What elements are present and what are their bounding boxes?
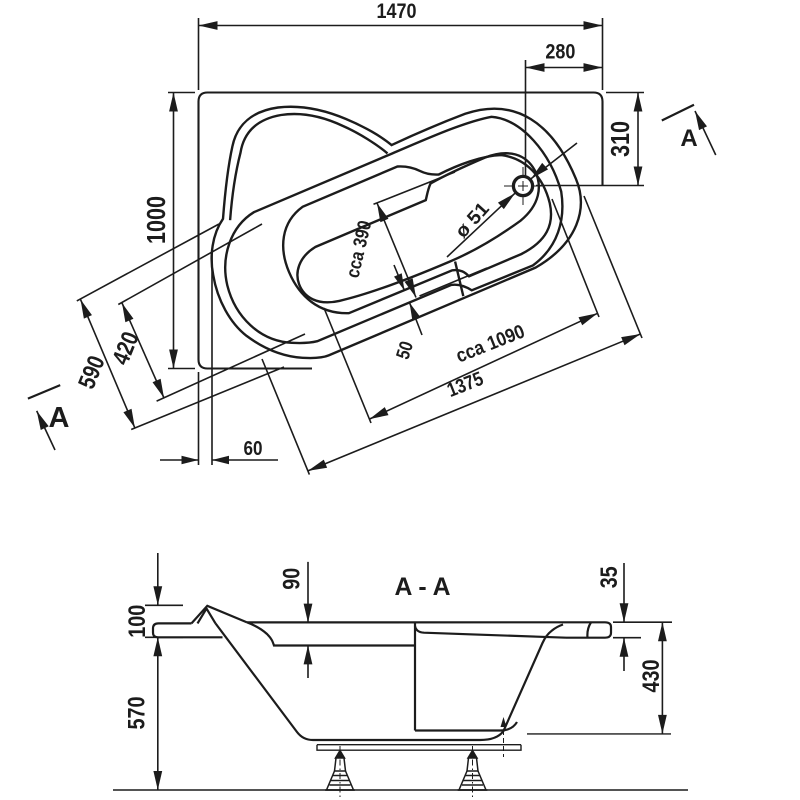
svg-text:430: 430 [638,660,665,693]
svg-text:420: 420 [107,328,144,369]
svg-text:310: 310 [605,121,635,157]
svg-text:1000: 1000 [141,196,171,244]
svg-text:A: A [49,402,70,434]
svg-text:90: 90 [279,568,306,590]
svg-text:cca 1090: cca 1090 [453,320,528,367]
svg-text:1375: 1375 [444,368,486,402]
svg-text:570: 570 [124,697,151,730]
svg-text:cca 390: cca 390 [343,219,377,280]
svg-text:A - A: A - A [395,573,451,601]
svg-text:ø 51: ø 51 [451,198,494,242]
svg-text:35: 35 [596,566,623,588]
svg-text:A: A [680,125,697,152]
svg-text:100: 100 [124,605,151,638]
svg-text:60: 60 [244,438,263,460]
svg-text:1470: 1470 [377,0,417,23]
svg-text:50: 50 [393,339,418,362]
svg-text:280: 280 [545,41,575,64]
